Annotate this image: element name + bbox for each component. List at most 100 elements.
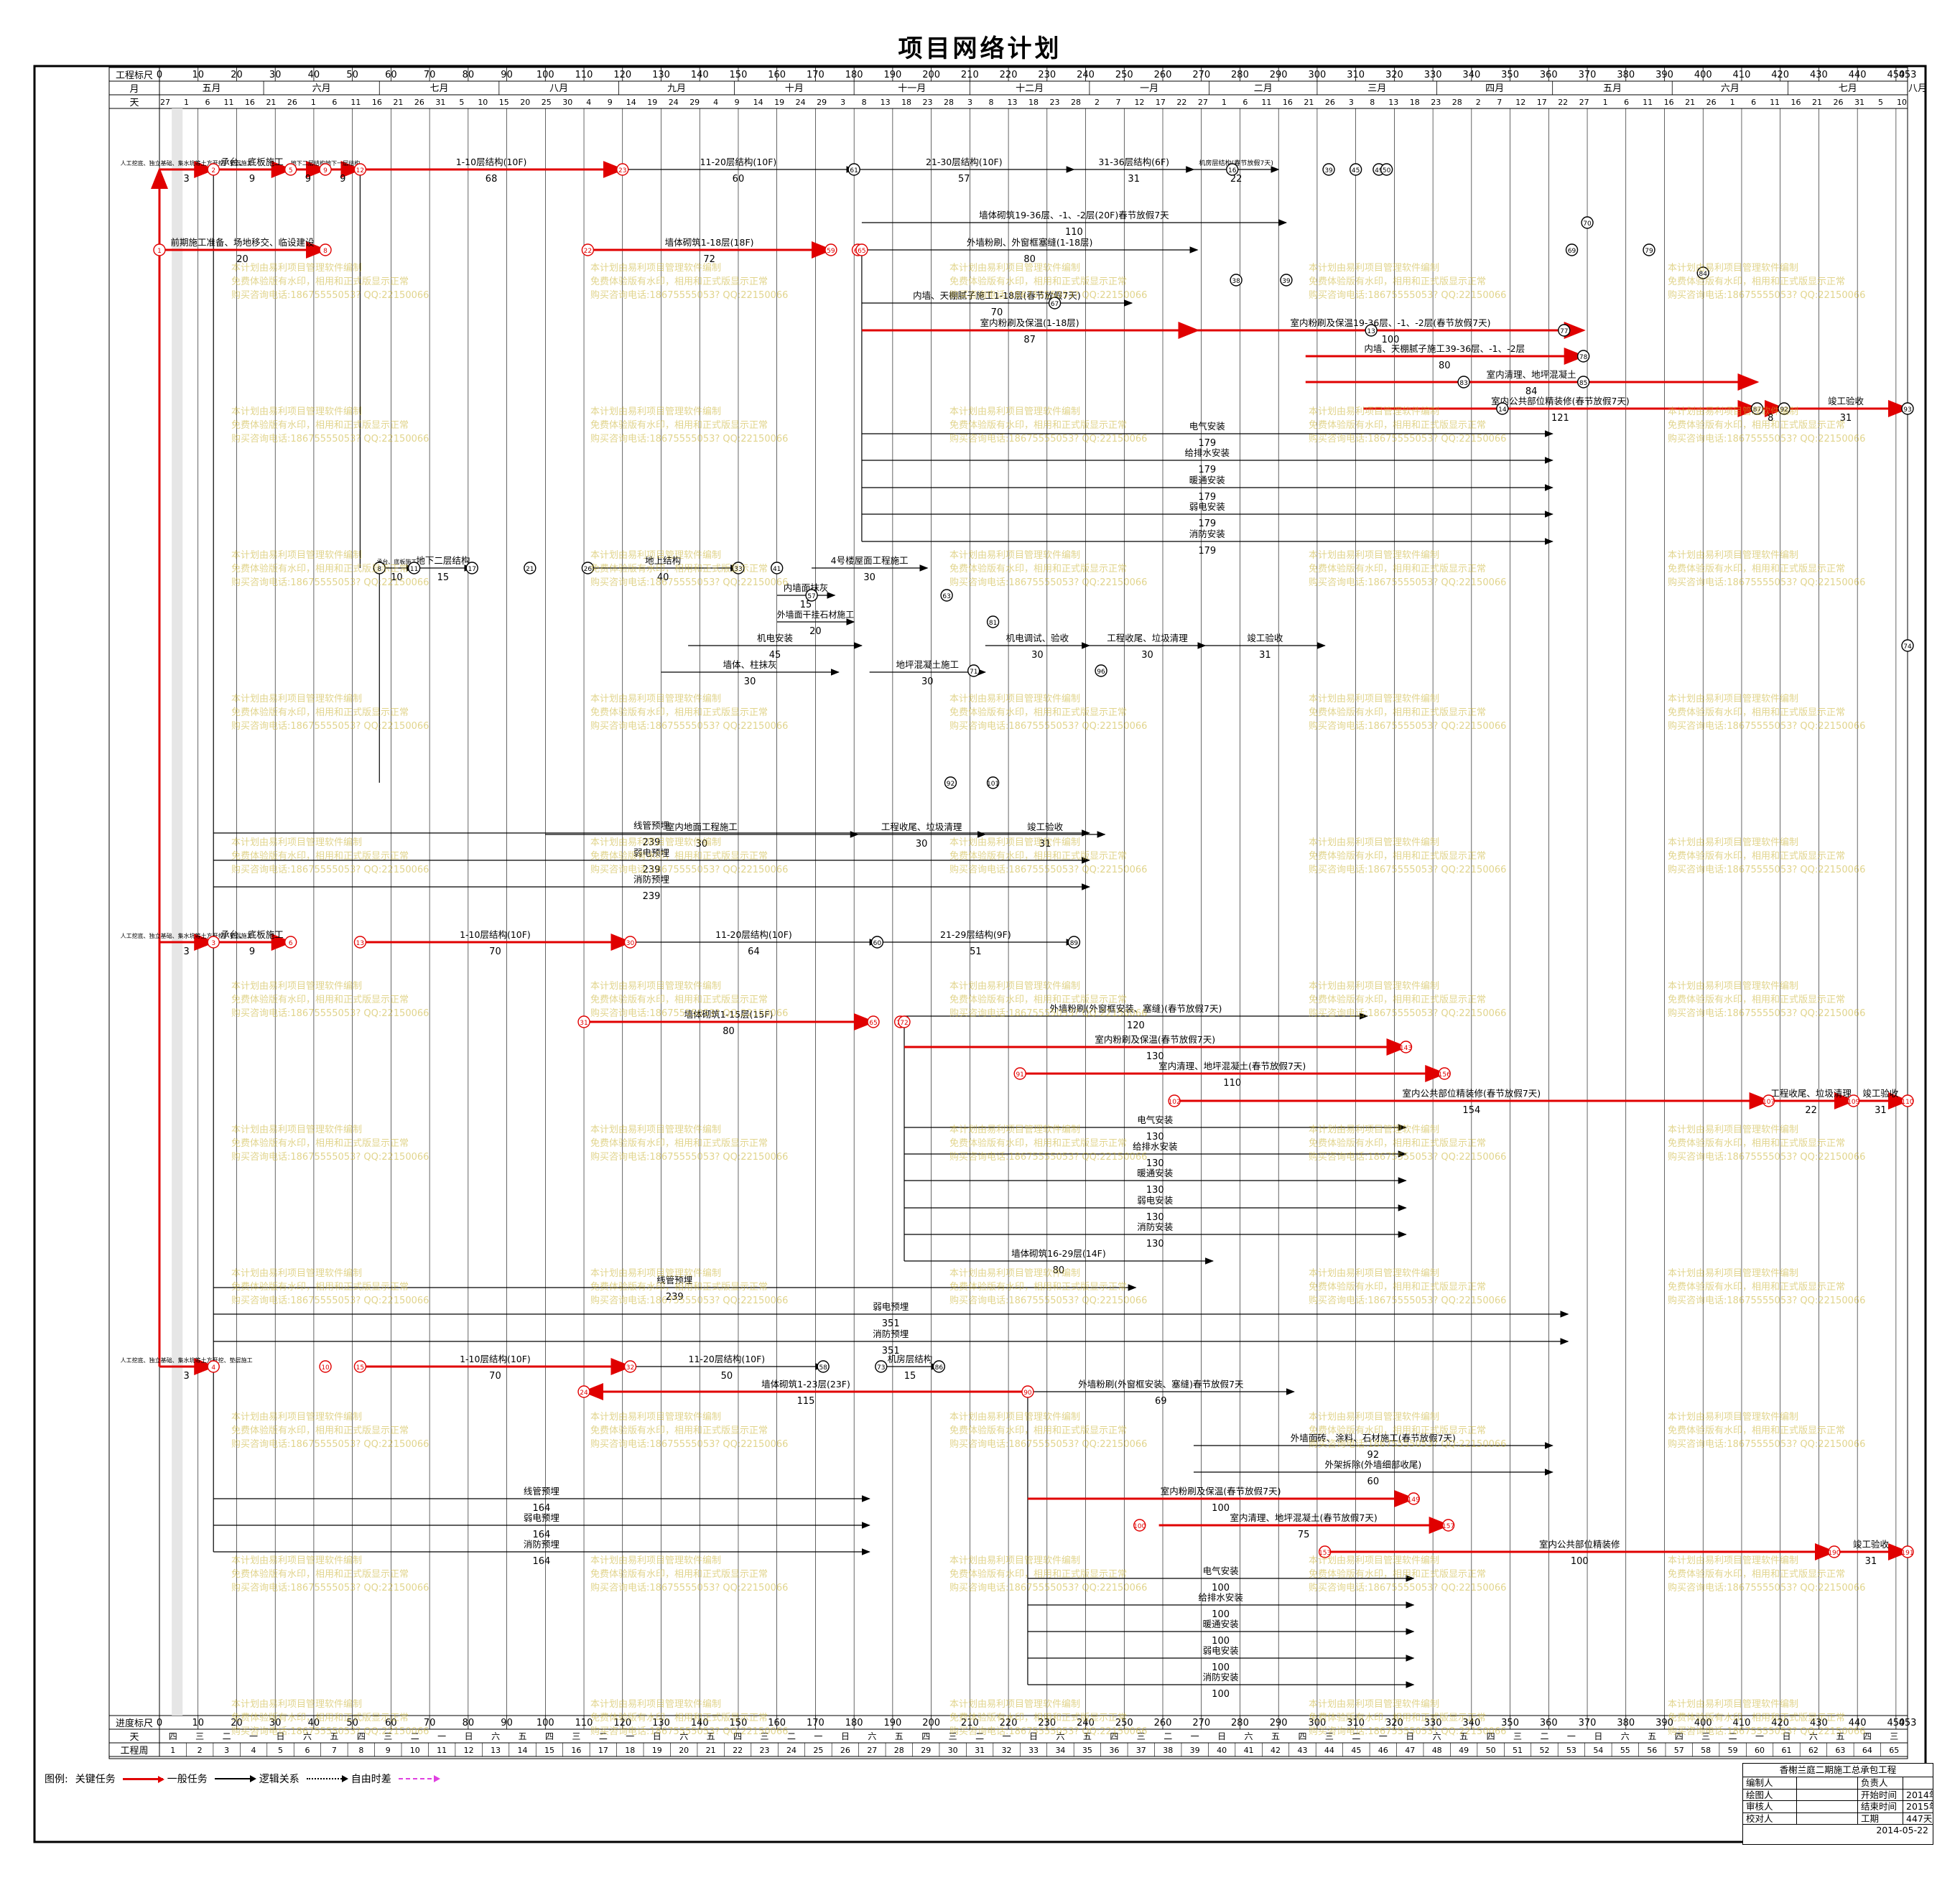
event-node [1901, 1094, 1914, 1107]
scale-top-label: 工程标尺 [116, 70, 153, 81]
day-label: 26 [414, 98, 424, 107]
event-node [319, 243, 332, 256]
event-node [986, 615, 1000, 628]
bottom-tick-label: 320 [1385, 1718, 1403, 1728]
event-node [1496, 402, 1509, 415]
activity-label: 弱电预埋 [524, 1512, 560, 1523]
weekday-label: 二 [599, 1731, 608, 1741]
top-tick-label: 40 [308, 70, 320, 80]
day-label: 7 [1497, 98, 1502, 107]
day-label: 7 [1115, 98, 1120, 107]
top-tick-label: 200 [922, 70, 940, 80]
weekday-label: 日 [465, 1731, 473, 1741]
top-tick-label: 230 [1038, 70, 1056, 80]
event-node-number: 90 [1023, 1390, 1032, 1397]
reviewer-label: 审核人 [1743, 1801, 1797, 1812]
day-label: 26 [287, 98, 297, 107]
week-label: 65 [1889, 1746, 1899, 1755]
week-label: 61 [1781, 1746, 1791, 1755]
event-node-number: 96 [1097, 669, 1105, 676]
event-node [870, 936, 884, 949]
activity-duration: 22 [1805, 1105, 1817, 1116]
event-node [465, 562, 478, 574]
weekday-label: 日 [1029, 1731, 1038, 1741]
duration-label: 工期 [1858, 1812, 1903, 1824]
activity-label: 机房层结构 [888, 1354, 933, 1364]
day-label: 26 [1325, 98, 1335, 107]
activity-label: 机房层结构(春节放假7天) [1199, 159, 1273, 167]
activity-label: 室内清理、地坪混凝土(春节放假7天) [1230, 1512, 1378, 1523]
event-node-number: 32 [626, 1364, 634, 1372]
activity-label: 1-10层结构(10F) [456, 157, 527, 167]
activity-duration: 100 [1212, 1662, 1230, 1673]
bottom-tick-label: 170 [807, 1718, 825, 1728]
event-node [817, 1360, 830, 1373]
weekday-label: 四 [921, 1731, 930, 1741]
day-label: 29 [689, 98, 700, 107]
top-tick-label: 170 [807, 70, 825, 80]
activity-label: 机电调试、验收 [1006, 633, 1069, 643]
activity-duration: 130 [1146, 1212, 1164, 1223]
event-node [1762, 1094, 1775, 1107]
week-label: 29 [921, 1746, 931, 1755]
top-tick-label: 210 [961, 70, 979, 80]
bottom-tick-label: 340 [1462, 1718, 1480, 1728]
bottom-tick-label: 60 [385, 1718, 397, 1728]
weekday-label: 五 [1648, 1731, 1656, 1741]
activity-duration: 80 [723, 1026, 735, 1037]
event-node [1438, 1067, 1451, 1080]
activity-duration: 31 [1865, 1556, 1877, 1567]
activity-duration: 80 [1053, 1265, 1065, 1276]
activity-duration: 239 [666, 1292, 684, 1303]
activity-duration: 8 [1768, 413, 1773, 424]
activity-duration: 60 [1367, 1476, 1380, 1487]
week-row-label: 工程周 [120, 1746, 148, 1756]
activity-duration: 120 [1127, 1020, 1145, 1031]
event-node-number: 38 [1232, 278, 1240, 285]
event-node [407, 562, 421, 574]
title-block-row: 绘图人 开始时间 2014年05月 [1743, 1789, 1933, 1801]
activity-duration: 30 [696, 839, 708, 850]
activity-label: 室内公共部位精装修(春节放假7天) [1402, 1088, 1541, 1099]
event-node-number: 21 [526, 566, 534, 573]
activity-duration: 100 [1382, 335, 1400, 345]
event-node [1576, 376, 1590, 388]
event-node-number: 45 [1352, 167, 1360, 174]
activity-label: 室内公共部位精装修 [1539, 1539, 1620, 1550]
day-label: 16 [245, 98, 255, 107]
week-label: 25 [813, 1746, 823, 1755]
activity-label: 室内地面工程施工 [666, 822, 738, 832]
event-node [319, 1360, 332, 1373]
dotted-arrow-icon [306, 1775, 348, 1782]
week-label: 32 [1002, 1746, 1012, 1755]
week-label: 20 [679, 1746, 689, 1755]
event-node [898, 1015, 911, 1028]
bottom-tick-label: 300 [1309, 1718, 1327, 1728]
activity-duration: 179 [1198, 492, 1216, 503]
activity-label: 机电安装 [757, 633, 793, 643]
activity-duration: 20 [809, 626, 822, 637]
activity-label: 消防预埋 [524, 1539, 560, 1550]
day-label: 5 [1878, 98, 1883, 107]
day-label: 18 [1410, 98, 1420, 107]
event-node [1168, 1094, 1181, 1107]
bottom-tick-label: 440 [1849, 1718, 1867, 1728]
shaded-band [172, 108, 183, 1716]
week-label: 24 [786, 1746, 796, 1755]
event-node-number: 86 [935, 1364, 944, 1372]
week-label: 3 [224, 1746, 229, 1755]
bottom-tick-label: 130 [652, 1718, 670, 1728]
drawer-label: 绘图人 [1743, 1789, 1797, 1800]
activity-duration: 31 [1875, 1105, 1887, 1116]
week-label: 46 [1378, 1746, 1388, 1755]
week-label: 15 [544, 1746, 554, 1755]
activity-label: 承台、底板施工 [220, 929, 284, 940]
bottom-tick-label: 380 [1617, 1718, 1635, 1728]
top-tick-label: 260 [1154, 70, 1172, 80]
weekday-label: 一 [1755, 1731, 1764, 1741]
event-node [1457, 376, 1470, 388]
weekday-label: 二 [223, 1731, 231, 1741]
week-label: 13 [491, 1746, 501, 1755]
event-node [1643, 243, 1655, 256]
